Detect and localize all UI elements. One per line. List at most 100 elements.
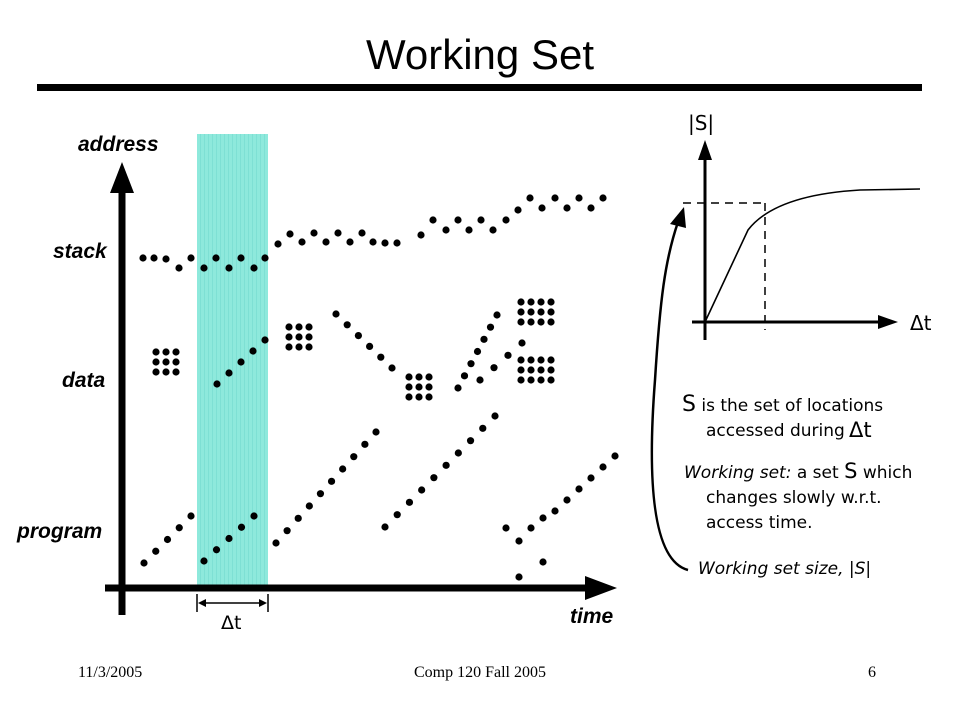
memory-reference-dot [466, 437, 475, 445]
memory-reference-dot [405, 393, 413, 401]
memory-reference-dot [539, 514, 547, 522]
memory-reference-dot [454, 384, 462, 392]
memory-reference-dot [162, 358, 170, 366]
memory-reference-dot [547, 298, 555, 306]
memory-reference-dot [473, 347, 482, 356]
memory-reference-dot [381, 239, 389, 247]
memory-reference-dot [162, 348, 170, 356]
memory-reference-dot [285, 343, 293, 351]
memory-reference-dot [527, 366, 535, 374]
memory-reference-dot [298, 238, 306, 246]
memory-reference-dot [476, 376, 484, 384]
window-width-label: Δt [221, 612, 241, 634]
memory-reference-dot [175, 524, 183, 532]
memory-reference-dot [551, 507, 559, 515]
memory-reference-dot [361, 440, 369, 448]
note-line-1-text: is the set of locations [696, 396, 883, 416]
memory-reference-dot [381, 523, 389, 531]
memory-reference-dot [502, 524, 510, 532]
memory-reference-dot [486, 323, 495, 331]
memory-reference-dot [250, 264, 258, 272]
memory-reference-dot [294, 514, 302, 522]
memory-reference-dot [272, 539, 280, 547]
memory-reference-dot [467, 360, 475, 368]
memory-reference-dot [599, 463, 607, 471]
memory-reference-dot [517, 366, 525, 374]
memory-reference-dot [537, 318, 545, 326]
memory-reference-dot [358, 229, 366, 237]
note-line-3-tail: which [857, 463, 912, 483]
note-line-6: Working set size, |S| [698, 559, 871, 579]
memory-reference-dot [504, 351, 512, 359]
memory-reference-dot [417, 231, 425, 239]
memory-reference-dot [415, 383, 423, 391]
memory-reference-dot [575, 485, 583, 493]
memory-reference-dot [537, 308, 545, 316]
memory-reference-dot [518, 339, 526, 347]
memory-reference-dot [489, 226, 497, 234]
memory-reference-dot [322, 238, 330, 246]
memory-reference-dot [152, 547, 160, 555]
memory-reference-dot [343, 321, 351, 329]
footer-date: 11/3/2005 [78, 664, 143, 681]
time-axis-label: time [570, 605, 614, 628]
memory-reference-dot [517, 356, 525, 364]
memory-reference-dot [502, 216, 510, 224]
note-delta-t-symbol: Δt [849, 418, 872, 442]
memory-reference-dot [527, 524, 535, 532]
memory-reference-dot [465, 226, 473, 234]
memory-reference-dot [611, 452, 619, 460]
memory-reference-dot [250, 512, 258, 520]
address-time-axes [105, 162, 617, 615]
working-set-size-graph [683, 140, 921, 340]
memory-reference-dot [305, 333, 313, 341]
memory-reference-dot [563, 496, 571, 504]
memory-reference-dot [346, 238, 354, 246]
memory-reference-dot [490, 364, 498, 372]
memory-reference-dot [493, 311, 501, 319]
note-line-4: changes slowly w.r.t. [706, 488, 882, 508]
memory-reference-dot [225, 264, 233, 272]
note-line-2-text: accessed during [706, 421, 845, 441]
window-dimension-marker [196, 594, 269, 612]
note-set-symbol-2: S [844, 459, 857, 483]
memory-reference-dot [537, 356, 545, 364]
memory-reference-dot [334, 229, 342, 237]
memory-reference-dot [150, 254, 158, 262]
memory-reference-dot [539, 558, 547, 566]
memory-reference-dot [163, 535, 172, 544]
address-axis-label: address [78, 133, 159, 156]
memory-reference-dot [285, 333, 293, 341]
memory-reference-dot [213, 380, 221, 388]
memory-reference-dot [152, 348, 160, 356]
region-label-stack: stack [53, 240, 108, 263]
memory-reference-dot [454, 216, 462, 224]
region-label-data: data [62, 369, 106, 392]
note-line-5: access time. [706, 513, 813, 533]
memory-reference-dot [479, 424, 487, 432]
memory-reference-dot [152, 358, 160, 366]
memory-reference-dot [316, 490, 325, 498]
memory-reference-dot [537, 376, 545, 384]
memory-reference-dot [418, 486, 426, 494]
memory-reference-dot [305, 323, 313, 331]
memory-reference-dot [249, 347, 257, 355]
memory-reference-dot [162, 255, 170, 263]
memory-reference-dot [517, 376, 525, 384]
memory-reference-dot [515, 537, 523, 545]
memory-reference-dot [369, 238, 377, 246]
memory-reference-dot [139, 254, 147, 262]
memory-reference-dot [538, 204, 546, 212]
memory-reference-dot [514, 206, 522, 214]
slide-title: Working Set [366, 31, 594, 78]
memory-reference-dot [237, 523, 246, 531]
memory-reference-dot [261, 254, 269, 262]
memory-reference-dot [388, 364, 396, 372]
memory-reference-dot [212, 254, 220, 262]
memory-reference-dot [517, 298, 525, 306]
memory-reference-dot [480, 335, 488, 343]
memory-reference-dot [377, 353, 385, 361]
memory-reference-dot [274, 240, 282, 248]
memory-reference-dot [237, 358, 245, 366]
time-window-band [197, 134, 268, 590]
